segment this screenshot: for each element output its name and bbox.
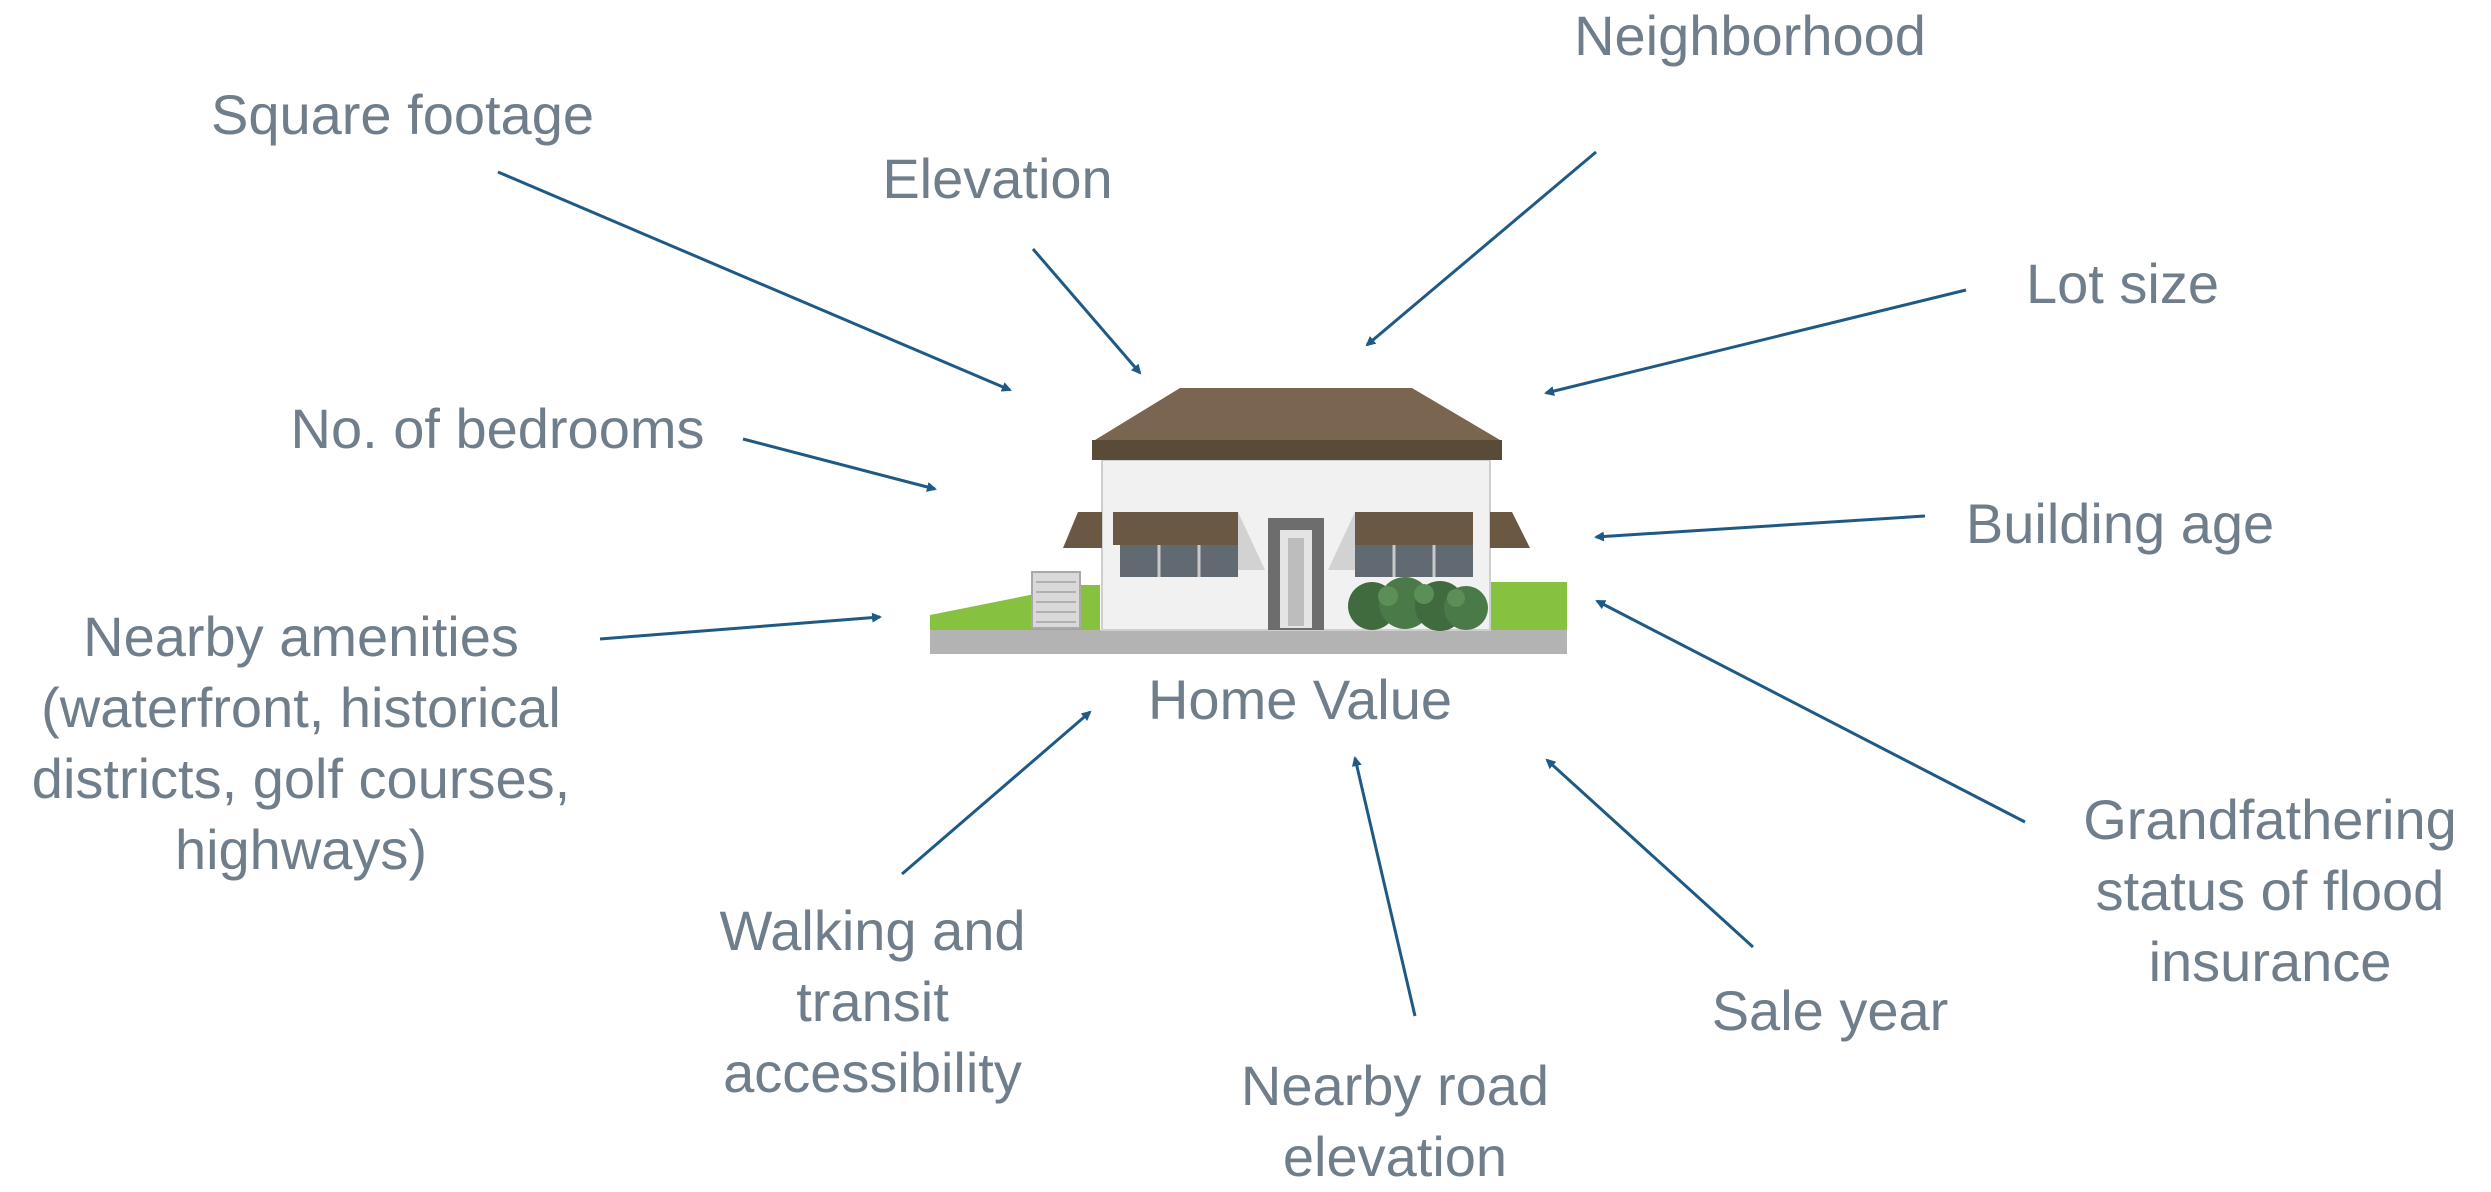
roof	[1095, 388, 1500, 440]
label-square-footage: Square footage	[211, 83, 594, 146]
grass-right	[1490, 582, 1567, 630]
label-elevation: Elevation	[882, 147, 1113, 210]
label-bedrooms: No. of bedrooms	[290, 397, 705, 460]
ground-strip	[930, 630, 1567, 654]
arrow-building-age	[1594, 514, 1926, 542]
label-building-age: Building age	[1965, 492, 2275, 555]
label-grandfathering: Grandfathering status of flood insurance	[2083, 788, 2457, 993]
label-sale-year: Sale year	[1711, 979, 1949, 1042]
awning-right	[1355, 512, 1473, 545]
label-walking: Walking and transit accessibility	[719, 899, 1026, 1104]
awning-left	[1113, 512, 1238, 545]
bushes	[1348, 577, 1488, 631]
arrow-walking	[901, 710, 1092, 876]
label-amenities: Nearby amenities (waterfront, historical…	[31, 605, 571, 881]
window-left	[1120, 545, 1238, 577]
arrow-amenities	[599, 612, 882, 641]
arrow-grandfathering	[1595, 599, 2026, 824]
arrow-elevation	[1031, 248, 1142, 375]
label-neighborhood: Neighborhood	[1574, 4, 1926, 67]
label-road-elevation: Nearby road elevation	[1240, 1054, 1550, 1188]
window-right	[1355, 545, 1473, 577]
arrow-bedrooms	[742, 437, 937, 492]
center-label-home-value: Home Value	[1147, 668, 1452, 731]
arrow-sale-year	[1545, 758, 1755, 949]
arrow-square-footage	[497, 170, 1012, 392]
arrow-lot-size	[1544, 288, 1967, 396]
arrow-road-elevation	[1351, 756, 1417, 1017]
arrow-neighborhood	[1365, 150, 1597, 347]
roof-eave	[1092, 440, 1502, 460]
label-lot-size: Lot size	[2026, 252, 2219, 315]
